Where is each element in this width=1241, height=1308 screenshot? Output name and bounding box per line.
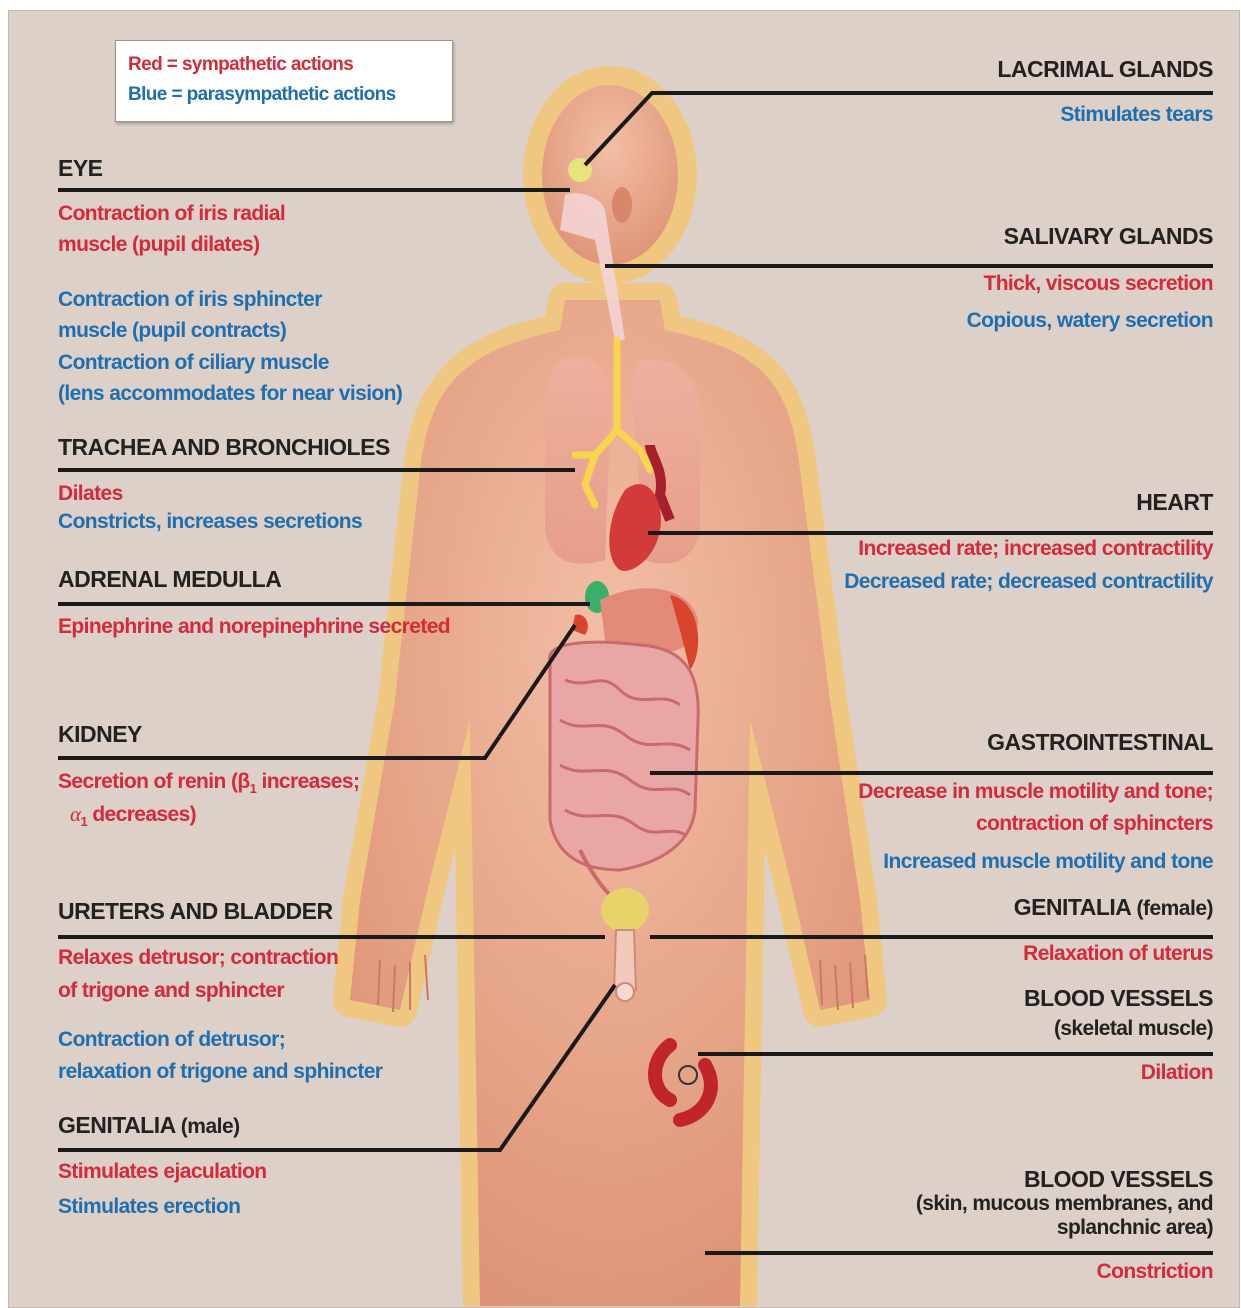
lacrimal-para: Stimulates tears bbox=[1060, 101, 1213, 129]
trachea-para: Constricts, increases secretions bbox=[58, 508, 362, 536]
gi-sym-line-1: Decrease in muscle motility and tone; bbox=[858, 778, 1213, 806]
trachea-sym: Dilates bbox=[58, 480, 123, 508]
kidney-sym-line-1: Secretion of renin (β1 increases; bbox=[58, 768, 359, 803]
heart-para: Decreased rate; decreased contractility bbox=[844, 568, 1213, 596]
legend-sympathetic: Red = sympathetic actions bbox=[128, 50, 353, 80]
kidney-heading: KIDNEY bbox=[58, 720, 142, 748]
gi-sym-line-2: contraction of sphincters bbox=[976, 810, 1213, 838]
genitalia-male-sym: Stimulates ejaculation bbox=[58, 1158, 267, 1186]
vessels-skeletal-sym: Dilation bbox=[1141, 1059, 1213, 1087]
legend-parasympathetic: Blue = parasympathetic actions bbox=[128, 80, 396, 110]
heart-heading: HEART bbox=[1136, 488, 1213, 516]
bladder-para-line-2: relaxation of trigone and sphincter bbox=[58, 1058, 382, 1086]
trachea-heading: TRACHEA AND BRONCHIOLES bbox=[58, 433, 390, 461]
genitalia-female-sym: Relaxation of uterus bbox=[1023, 940, 1213, 968]
gi-para: Increased muscle motility and tone bbox=[883, 848, 1213, 876]
genitalia-male-para: Stimulates erection bbox=[58, 1193, 240, 1221]
vessels-skin-qualifier-line-2: splanchnic area) bbox=[1057, 1214, 1213, 1242]
eye-para-line-1: Contraction of iris sphincter bbox=[58, 286, 322, 314]
heart-sym: Increased rate; increased contractility bbox=[858, 535, 1213, 563]
bladder-para-line-1: Contraction of detrusor; bbox=[58, 1026, 285, 1054]
eye-sym-line-1: Contraction of iris radial bbox=[58, 200, 285, 228]
bladder-sym-line-1: Relaxes detrusor; contraction bbox=[58, 944, 338, 972]
kidney-sym-line-2: α1 decreases) bbox=[70, 800, 196, 836]
vessels-skeletal-qualifier: (skeletal muscle) bbox=[1054, 1015, 1213, 1043]
eye-para-line-3: Contraction of ciliary muscle bbox=[58, 349, 329, 377]
bladder-sym-line-2: of trigone and sphincter bbox=[58, 977, 284, 1005]
gi-heading: GASTROINTESTINAL bbox=[987, 728, 1213, 756]
vessels-skin-sym: Constriction bbox=[1097, 1258, 1213, 1286]
salivary-heading: SALIVARY GLANDS bbox=[1004, 222, 1213, 250]
eye-para-line-4: (lens accommodates for near vision) bbox=[58, 380, 402, 408]
genitalia-male-heading: GENITALIA (male) bbox=[58, 1111, 240, 1141]
bladder-heading: URETERS AND BLADDER bbox=[58, 897, 333, 925]
salivary-sym: Thick, viscous secretion bbox=[983, 270, 1213, 298]
lacrimal-heading: LACRIMAL GLANDS bbox=[997, 55, 1213, 83]
eye-heading: EYE bbox=[58, 154, 103, 182]
adrenal-sym: Epinephrine and norepinephrine secreted bbox=[58, 613, 450, 641]
vessels-skin-heading: BLOOD VESSELS bbox=[1024, 1165, 1213, 1193]
legend-box: Red = sympathetic actions Blue = parasym… bbox=[115, 40, 453, 122]
salivary-para: Copious, watery secretion bbox=[967, 307, 1213, 335]
vessels-skeletal-heading: BLOOD VESSELS bbox=[1024, 984, 1213, 1012]
eye-sym-line-2: muscle (pupil dilates) bbox=[58, 231, 260, 259]
adrenal-heading: ADRENAL MEDULLA bbox=[58, 565, 281, 593]
genitalia-female-heading: GENITALIA (female) bbox=[1014, 893, 1213, 923]
eye-para-line-2: muscle (pupil contracts) bbox=[58, 317, 286, 345]
